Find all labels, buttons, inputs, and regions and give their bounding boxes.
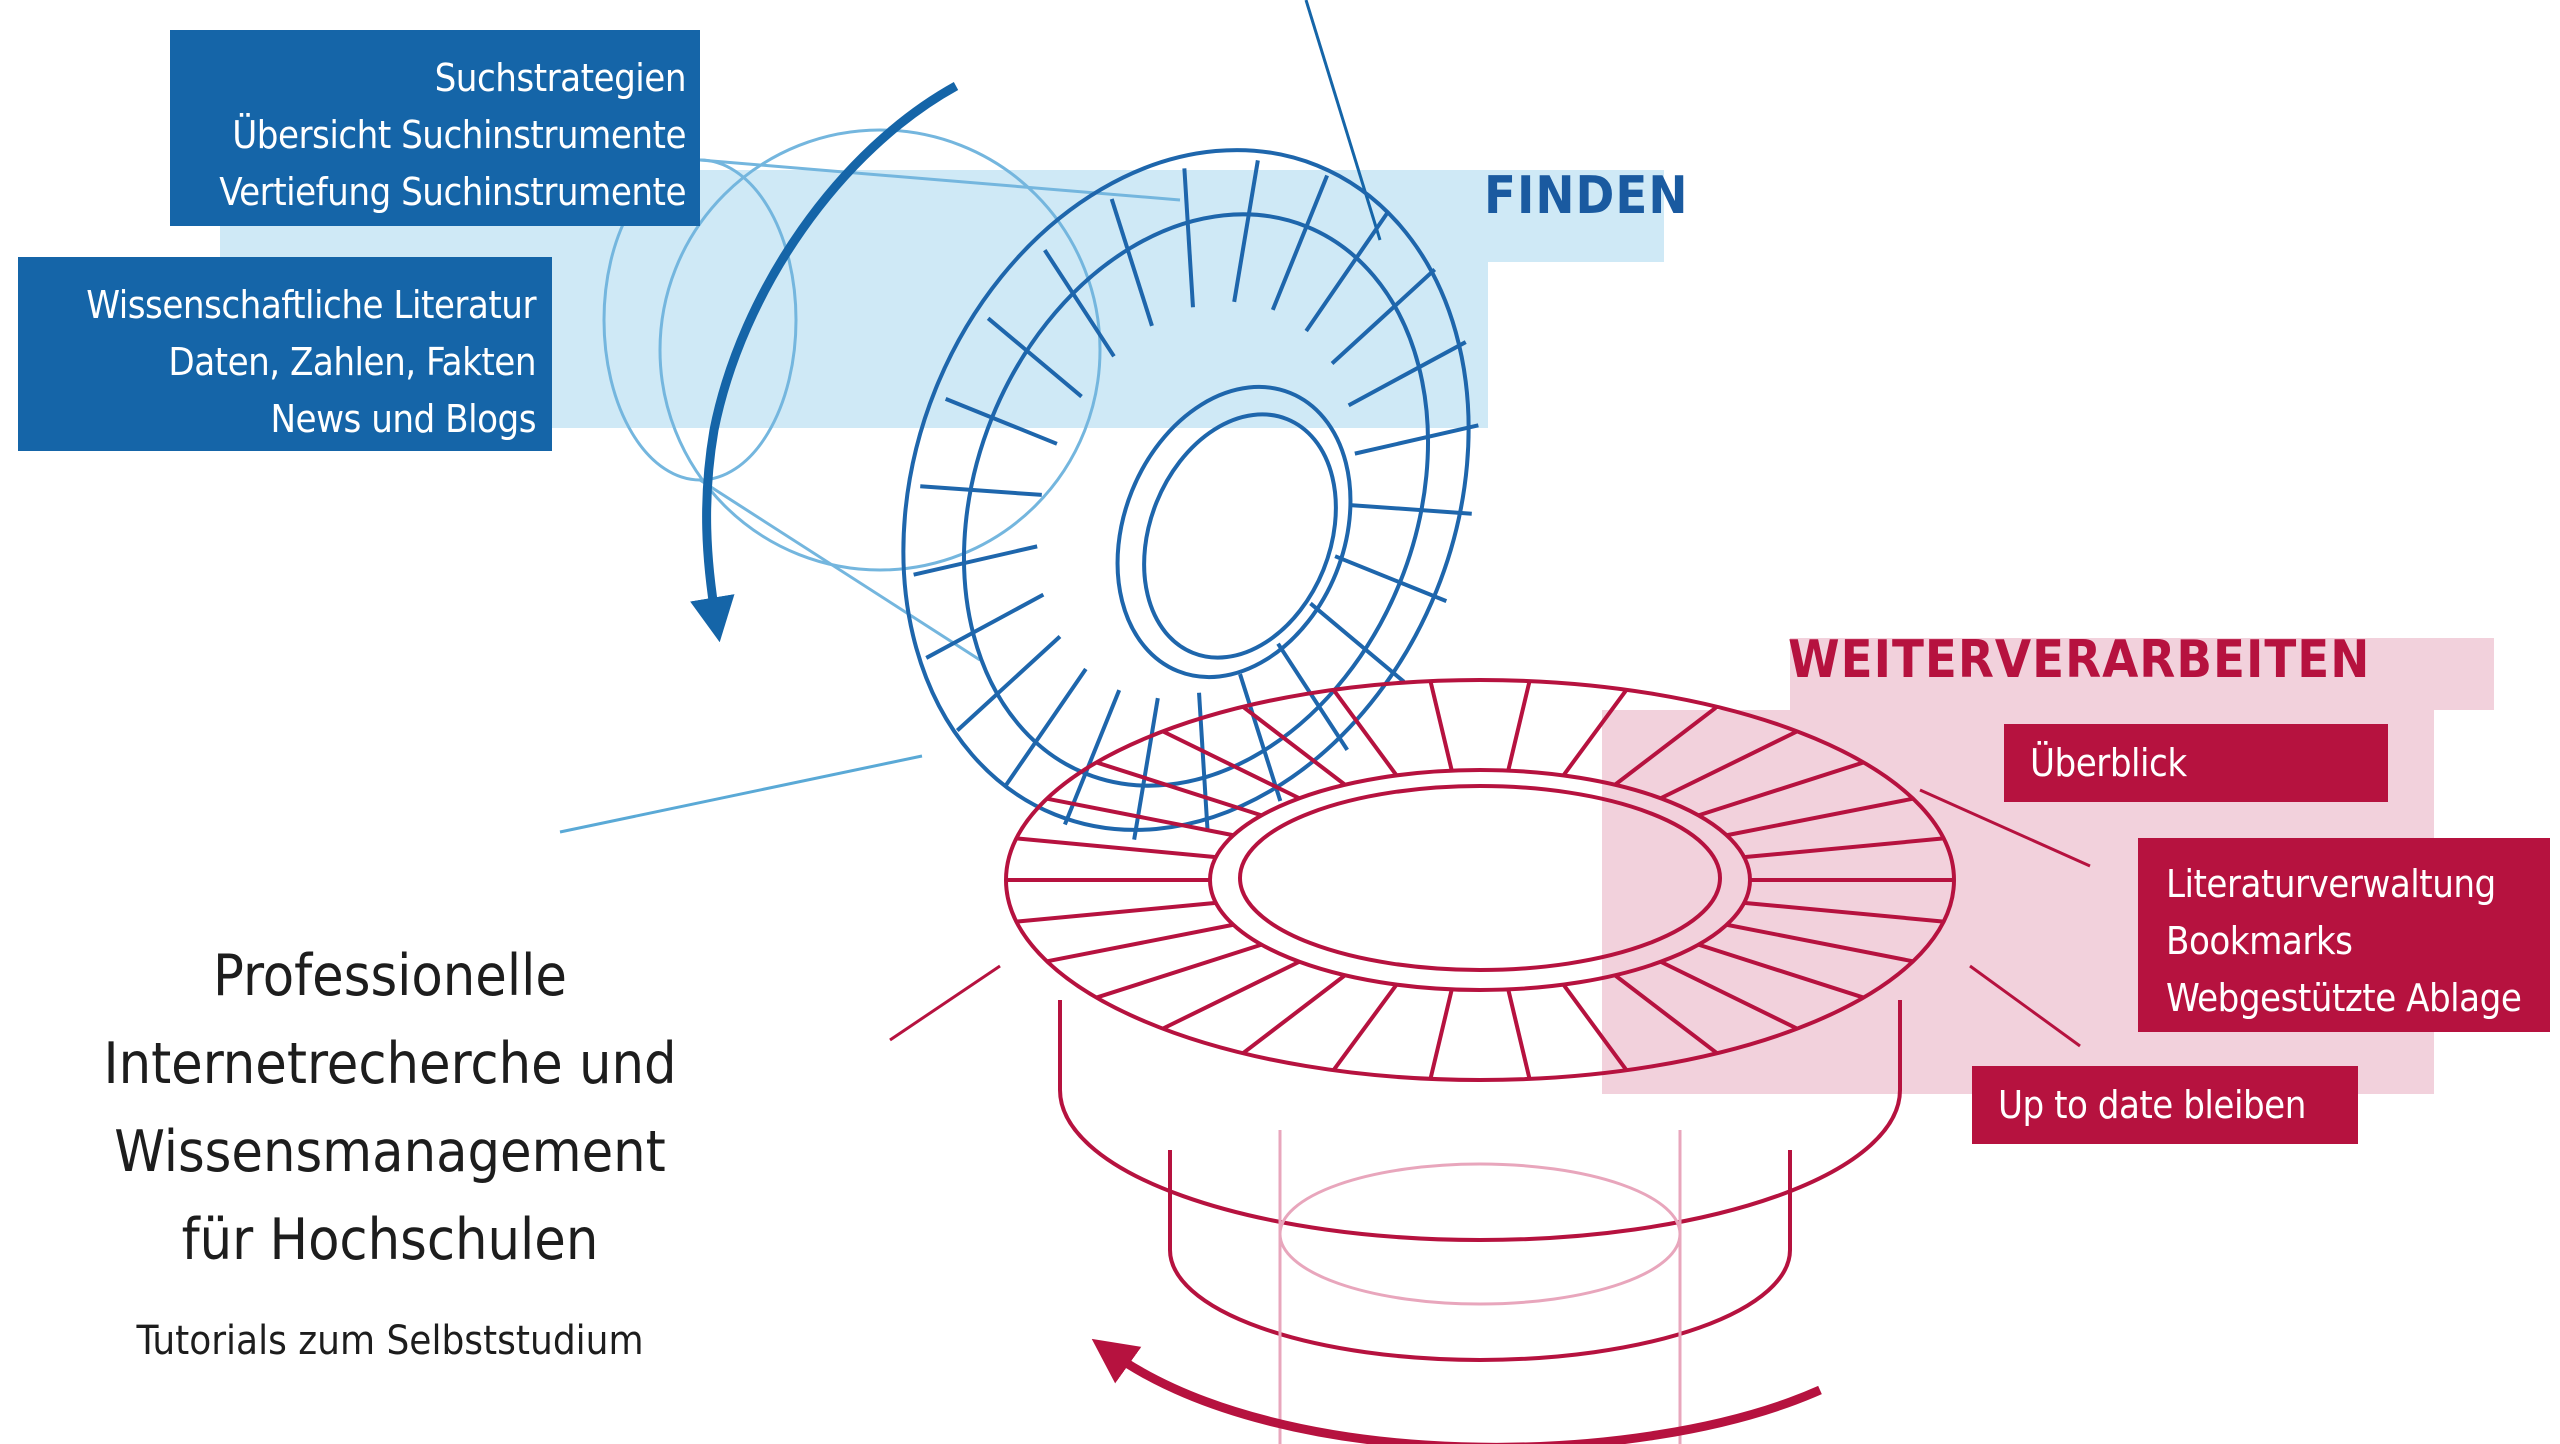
gear-tooth	[1241, 705, 1347, 787]
blue-bevel-gear-icon	[602, 128, 1479, 840]
tools-item: Webgestützte Ablage	[2166, 976, 2522, 1020]
gear-tooth	[1354, 423, 1479, 456]
gear-tooth	[1347, 340, 1467, 408]
gear-tooth	[1613, 973, 1719, 1055]
sources-item: News und Blogs	[270, 397, 536, 441]
title-line: Professionelle	[213, 943, 567, 1009]
gear-shadow-outline	[699, 478, 981, 662]
gear-tooth	[1561, 983, 1629, 1072]
gear-tooth	[1428, 680, 1454, 772]
gear-tooth	[1331, 688, 1399, 777]
gear-tooth	[1743, 900, 1944, 924]
gear-tooth	[1238, 673, 1283, 802]
tools-box: Literaturverwaltung Bookmarks Webgestütz…	[2138, 838, 2550, 1032]
gear-bore	[1278, 1162, 1682, 1306]
gear-tooth	[1697, 760, 1865, 818]
title-line: für Hochschulen	[181, 1207, 599, 1273]
gear-tooth	[1241, 973, 1347, 1055]
gear-tooth	[1095, 942, 1263, 1000]
gear-tooth	[1697, 942, 1865, 1000]
tools-item: Bookmarks	[2166, 919, 2353, 963]
uptodate-label: Up to date bleiben	[1998, 1083, 2306, 1127]
page-title: Professionelle Internetrecherche und Wis…	[40, 932, 740, 1284]
gear-tooth	[1161, 729, 1301, 801]
gear-tooth	[1330, 268, 1437, 365]
gear-tooth	[1561, 688, 1629, 777]
gear-tooth	[1506, 988, 1532, 1080]
gear-hub	[1115, 384, 1353, 680]
overview-label: Überblick	[2030, 741, 2187, 785]
weiterverarbeiten-heading: WEITERVERARBEITEN	[1788, 630, 2371, 690]
sources-item: Wissenschaftliche Literatur	[86, 283, 536, 327]
gear-tooth	[1016, 836, 1217, 860]
gear-inner-rim	[1208, 768, 1752, 992]
gear-tooth	[955, 635, 1062, 732]
gear-tooth	[1046, 796, 1234, 838]
strategies-item: Übersicht Suchinstrumente	[232, 113, 686, 157]
gear-tooth	[1506, 680, 1532, 772]
strategies-item: Suchstrategien	[434, 56, 687, 100]
gear-tooth	[1046, 922, 1234, 964]
gear-tooth	[1232, 160, 1260, 303]
gear-tooth	[1095, 760, 1263, 818]
gear-tooth	[925, 592, 1045, 660]
gear-tooth	[1659, 729, 1799, 801]
gear-tooth	[1309, 601, 1406, 684]
gear-tooth	[1613, 705, 1719, 787]
gear-tooth	[913, 544, 1038, 577]
title-line: Internetrecherche und	[103, 1031, 677, 1097]
gear-tooth	[944, 397, 1058, 446]
leader-line	[1304, 0, 1382, 241]
gear-tooth	[1304, 211, 1390, 333]
gear-tooth	[1002, 667, 1088, 789]
gear-tooth	[920, 484, 1042, 497]
gear-inner-rim	[1238, 784, 1722, 972]
gear-teeth	[913, 160, 1479, 840]
title-line: Wissensmanagement	[114, 1119, 666, 1185]
sources-item: Daten, Zahlen, Fakten	[168, 340, 536, 384]
gear-tooth	[1726, 796, 1914, 838]
gear-tooth	[1182, 168, 1195, 308]
finden-heading: FINDEN	[1484, 166, 1689, 226]
uptodate-box: Up to date bleiben	[1972, 1066, 2358, 1144]
gear-tooth	[986, 316, 1083, 399]
strategies-item: Vertiefung Suchinstrumente	[219, 170, 686, 214]
overview-box: Überblick	[2004, 724, 2388, 802]
gear-hub	[1142, 412, 1338, 660]
blue-rotation-arrow-icon	[690, 82, 959, 643]
gear-tooth	[1726, 922, 1914, 964]
gear-tooth	[1331, 983, 1399, 1072]
gear-tooth	[1350, 503, 1472, 516]
red-rotation-arrow-icon	[1091, 1338, 1822, 1444]
gear-teeth	[1006, 680, 1954, 1080]
gear-tooth	[1109, 198, 1154, 327]
gear-tooth	[1197, 692, 1210, 832]
gear-tooth	[1334, 554, 1448, 603]
gear-tooth	[1743, 836, 1944, 860]
gear-tooth	[1016, 900, 1217, 924]
gear-tooth	[1428, 988, 1454, 1080]
gear-tooth	[1276, 642, 1349, 751]
gear-outer-rim	[1004, 678, 1956, 1082]
gear-base	[1168, 1150, 1792, 1362]
gear-shadow-outline	[658, 128, 1102, 572]
leader-line	[1969, 964, 2081, 1048]
gear-tooth	[1161, 959, 1301, 1031]
search-strategies-box: Suchstrategien Übersicht Suchinstrumente…	[170, 30, 700, 226]
page-subtitle: Tutorials zum Selbststudium	[136, 1318, 644, 1364]
gear-outer-rim	[901, 148, 1471, 832]
gear-shadow-outline	[699, 158, 1181, 202]
gear-tooth	[1659, 959, 1799, 1031]
gear-tooth	[1043, 249, 1116, 358]
red-bevel-gear-icon	[1004, 678, 1956, 1444]
sources-box: Wissenschaftliche Literatur Daten, Zahle…	[18, 257, 552, 451]
leader-line	[889, 964, 1001, 1042]
gear-base	[1058, 1000, 1902, 1242]
leader-line	[1919, 788, 2091, 868]
gear-tooth	[1270, 174, 1329, 311]
leader-line	[559, 754, 923, 834]
tools-item: Literaturverwaltung	[2166, 862, 2496, 906]
